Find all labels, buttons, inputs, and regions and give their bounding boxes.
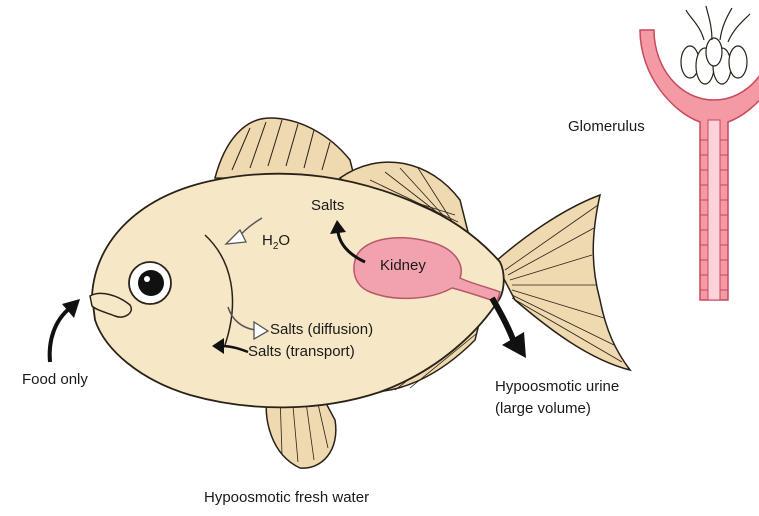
water-label: H2O	[262, 232, 290, 256]
dorsal-fin	[215, 118, 355, 180]
kidney-label: Kidney	[380, 257, 426, 275]
nephron-illustration	[640, 6, 759, 300]
salts-diffusion-label: Salts (diffusion)	[270, 321, 373, 339]
salts-label: Salts	[311, 197, 344, 215]
urine-label-line1: Hypoosmotic urine	[495, 378, 619, 396]
urine-label-line2: (large volume)	[495, 400, 591, 418]
urine-arrow	[492, 298, 515, 345]
environment-label: Hypoosmotic fresh water	[204, 489, 369, 507]
glomerulus-label: Glomerulus	[568, 118, 645, 136]
capillary-tuft	[681, 38, 747, 84]
salts-transport-label: Salts (transport)	[248, 343, 355, 361]
food-only-label: Food only	[22, 371, 88, 389]
food-arrow	[50, 308, 70, 362]
